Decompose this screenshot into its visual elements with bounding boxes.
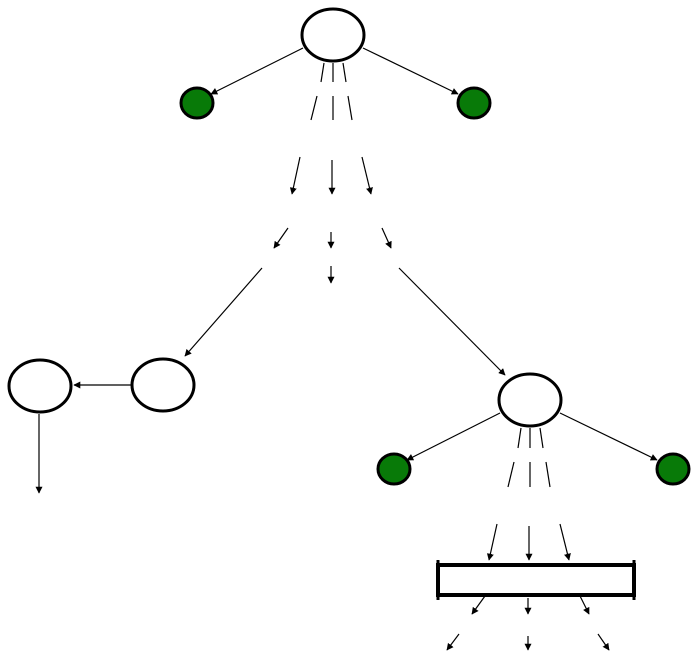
branch-arrow [559, 523, 571, 561]
leaf-node-sub-left[interactable] [376, 452, 412, 486]
bar-node[interactable] [436, 563, 636, 597]
edge-to-middle-node [184, 267, 263, 357]
subtree-root-node[interactable] [497, 372, 563, 428]
top-subtree [179, 7, 492, 284]
far-left-node[interactable] [7, 358, 73, 414]
branch-dash [310, 95, 318, 121]
branch-dash [347, 95, 353, 121]
left-branch [7, 267, 263, 494]
middle-node[interactable] [130, 357, 196, 413]
leaf-node-sub-right[interactable] [655, 452, 691, 486]
leaf-node-root-left[interactable] [179, 86, 215, 120]
branch-arrow [289, 156, 301, 195]
edge-to-subtree-root [398, 267, 506, 376]
branch-line [320, 62, 325, 83]
leaf-node-root-right[interactable] [456, 86, 492, 120]
branch-arrow-short [597, 633, 610, 651]
right-subtree [376, 267, 691, 651]
branch-dash [545, 461, 551, 488]
branch-arrow [361, 156, 373, 195]
branch-dash [507, 461, 515, 488]
branch-line [342, 62, 347, 83]
branch-arrow-short [446, 633, 460, 651]
edge-root-to-left-leaf [210, 47, 304, 95]
root-node[interactable] [300, 7, 366, 63]
branch-arrow-short [471, 595, 486, 615]
branch-arrow-short [579, 595, 590, 615]
edge-root-to-right-leaf [362, 47, 459, 95]
edge-sub-to-right-leaf [559, 412, 658, 461]
branch-arrow-short [381, 227, 392, 249]
branch-arrow-short [273, 227, 289, 249]
edge-sub-to-left-leaf [406, 412, 501, 461]
branch-line [539, 427, 544, 449]
branch-arrow [486, 523, 498, 561]
branch-line [517, 427, 522, 449]
